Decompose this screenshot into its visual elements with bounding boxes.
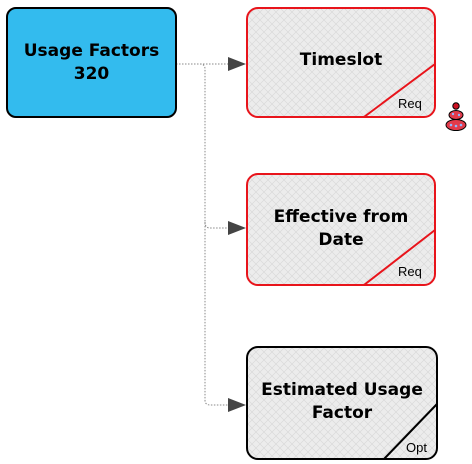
corner-marker-timeslot xyxy=(363,63,436,118)
arrowhead-timeslot xyxy=(228,57,246,71)
connector-lines xyxy=(176,63,232,406)
entity-label-effective-date: Effective from Date xyxy=(273,207,409,250)
entity-box-estimated-usage[interactable] xyxy=(246,346,438,460)
arrowheads xyxy=(228,57,246,412)
connector-branch-effective-date xyxy=(204,221,232,229)
key-stack-icon xyxy=(445,102,467,131)
entity-label-estimated-usage: Estimated Usage Factor xyxy=(261,380,423,423)
source-entity-box[interactable] xyxy=(6,7,177,118)
entity-box-timeslot[interactable] xyxy=(246,7,436,118)
connector-trunk xyxy=(176,63,232,406)
corner-marker-estimated-usage xyxy=(383,403,438,460)
corner-marker-effective-date xyxy=(363,229,436,286)
entity-tag-effective-date: Req xyxy=(398,264,422,279)
entity-tag-estimated-usage: Opt xyxy=(406,440,427,455)
entity-label-timeslot: Timeslot xyxy=(299,49,383,70)
arrowhead-effective-date xyxy=(228,221,246,235)
entity-tag-timeslot: Req xyxy=(398,96,422,111)
source-entity-label: Usage Factors 320 xyxy=(23,40,160,84)
arrowhead-estimated-usage xyxy=(228,398,246,412)
entity-box-effective-date[interactable] xyxy=(246,173,436,286)
